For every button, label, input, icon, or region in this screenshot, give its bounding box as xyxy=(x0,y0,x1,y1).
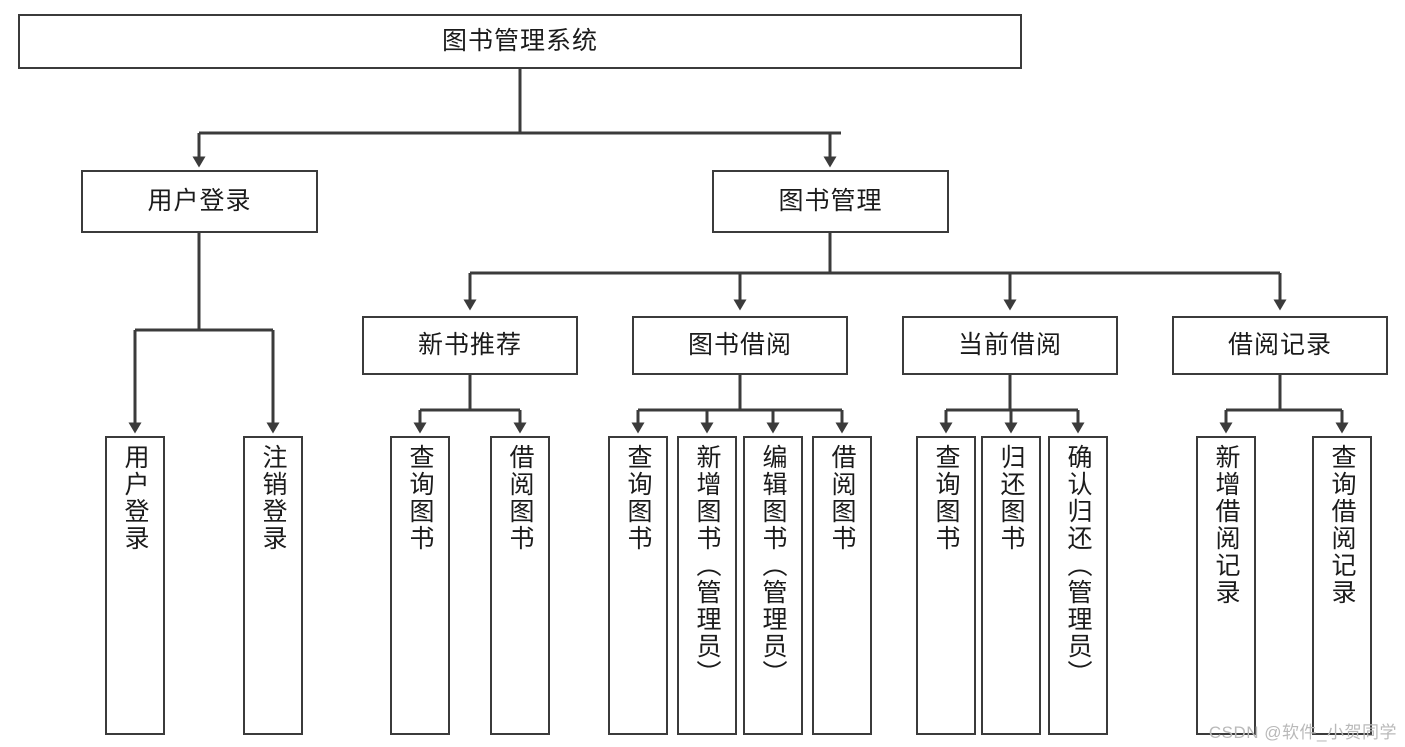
node-label: 查询图书 xyxy=(624,444,652,552)
csdn-watermark: CSDN @软件_小贺同学 xyxy=(1208,723,1397,742)
node-label: 用户登录 xyxy=(121,444,149,552)
node-new-book-recommend[interactable]: 新书推荐 xyxy=(362,316,578,375)
node-label: 新书推荐 xyxy=(417,330,522,359)
node-label: 归还图书 xyxy=(997,444,1025,552)
node-leaf-query-book-2[interactable]: 查询图书 xyxy=(608,436,668,735)
node-label: 用户登录 xyxy=(147,186,252,215)
node-borrow-record[interactable]: 借阅记录 xyxy=(1172,316,1388,375)
node-leaf-edit-book[interactable]: 编辑图书（管理员） xyxy=(743,436,803,735)
node-label: 确认归还（管理员） xyxy=(1064,444,1092,687)
node-leaf-query-book-1[interactable]: 查询图书 xyxy=(390,436,450,735)
node-label: 借阅记录 xyxy=(1227,330,1332,359)
node-label: 查询图书 xyxy=(406,444,434,552)
node-leaf-query-book-3[interactable]: 查询图书 xyxy=(916,436,976,735)
node-user-login[interactable]: 用户登录 xyxy=(81,170,318,233)
node-label: 借阅图书 xyxy=(506,444,534,552)
node-leaf-add-record[interactable]: 新增借阅记录 xyxy=(1196,436,1256,735)
node-label: 编辑图书（管理员） xyxy=(759,444,787,687)
node-label: 借阅图书 xyxy=(828,444,856,552)
node-leaf-confirm-return[interactable]: 确认归还（管理员） xyxy=(1048,436,1108,735)
node-label: 图书借阅 xyxy=(687,330,792,359)
node-root-system[interactable]: 图书管理系统 xyxy=(18,14,1022,69)
node-label: 查询借阅记录 xyxy=(1328,444,1356,606)
node-book-borrow[interactable]: 图书借阅 xyxy=(632,316,848,375)
node-label: 当前借阅 xyxy=(957,330,1062,359)
node-leaf-query-record[interactable]: 查询借阅记录 xyxy=(1312,436,1372,735)
node-leaf-add-book[interactable]: 新增图书（管理员） xyxy=(677,436,737,735)
node-leaf-return-book[interactable]: 归还图书 xyxy=(981,436,1041,735)
node-leaf-user-login[interactable]: 用户登录 xyxy=(105,436,165,735)
node-label: 新增图书（管理员） xyxy=(693,444,721,687)
node-label: 图书管理 xyxy=(778,186,883,215)
node-leaf-borrow-book-1[interactable]: 借阅图书 xyxy=(490,436,550,735)
node-leaf-borrow-book-2[interactable]: 借阅图书 xyxy=(812,436,872,735)
node-book-management[interactable]: 图书管理 xyxy=(712,170,949,233)
node-label: 注销登录 xyxy=(259,444,287,552)
node-current-borrow[interactable]: 当前借阅 xyxy=(902,316,1118,375)
node-leaf-logout-login[interactable]: 注销登录 xyxy=(243,436,303,735)
node-label: 查询图书 xyxy=(932,444,960,552)
node-label: 图书管理系统 xyxy=(441,26,598,55)
node-label: 新增借阅记录 xyxy=(1212,444,1240,606)
